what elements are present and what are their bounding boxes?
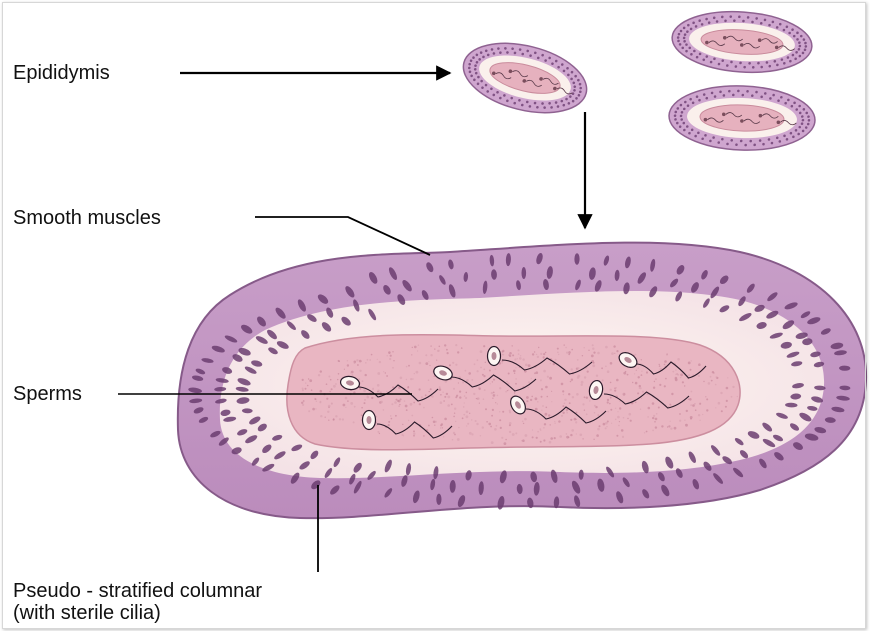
small-section-3 — [668, 83, 816, 152]
large-cross-section — [178, 243, 866, 519]
smooth-muscle-pointer — [255, 217, 430, 255]
small-section-2 — [670, 7, 814, 77]
label-sperms: Sperms — [13, 383, 82, 405]
label-pseudo-stratified: Pseudo - stratified columnar — [13, 580, 262, 602]
label-smooth-muscles: Smooth muscles — [13, 207, 161, 229]
small-section-1 — [456, 32, 594, 125]
label-epididymis: Epididymis — [13, 62, 110, 84]
label-sterile-cilia: (with sterile cilia) — [13, 602, 161, 624]
